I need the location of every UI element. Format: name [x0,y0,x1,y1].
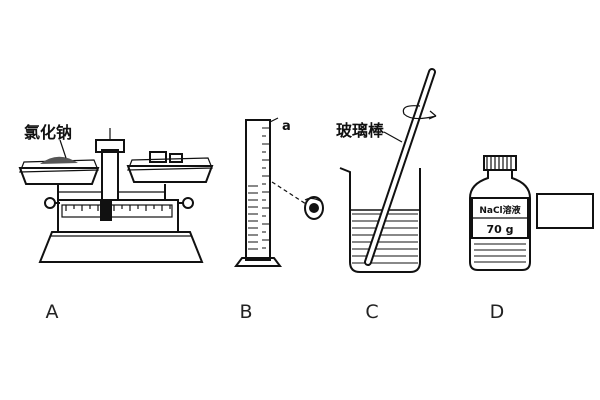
panel-d-letter: D [490,301,505,323]
panel-c-rod-label: 玻璃棒 [336,121,385,140]
panel-d-empty-box [536,193,594,229]
panel-d-label-solution: NaCl溶液 [479,204,521,216]
panel-b-a-label: a [282,119,291,134]
panel-b-cylinder: a [234,117,324,267]
panel-a-letter: A [46,301,59,323]
panel-d-label-mass: 70 g [486,223,513,236]
panel-b-letter: B [239,301,252,323]
panel-a-salt-label: 氯化钠 [24,123,72,142]
panel-c-letter: C [365,301,378,323]
panel-a-balance: 氯化钠 [18,123,214,263]
panel-d-bottle: NaCl溶液 70 g [469,155,594,271]
panel-c-beaker: 玻璃棒 [336,68,437,273]
